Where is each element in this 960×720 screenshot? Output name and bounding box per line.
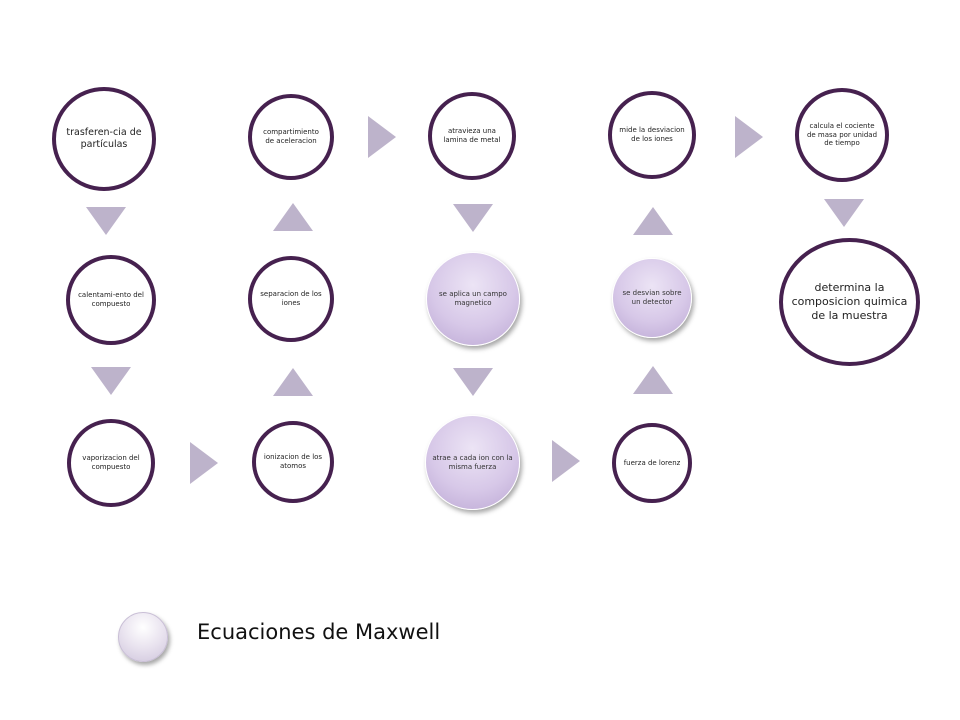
node-separacion-label: separacion de los iones [260,290,322,307]
arrow-down-icon [453,204,493,232]
arrow-right-icon [368,116,396,158]
node-trasferencia-label: trasferen-cia de partículas [66,127,142,150]
node-ionizacion: ionizacion de los atomos [252,421,334,503]
node-lorenz: fuerza de lorenz [612,423,692,503]
node-trasferencia: trasferen-cia de partículas [52,87,156,191]
node-calentamiento-label: calentami-ento del compuesto [78,291,144,308]
node-lorenz-label: fuerza de lorenz [623,458,681,467]
node-determina: determina la composicion quimica de la m… [779,238,920,366]
node-compartimiento-label: compartimiento de aceleracion [263,128,319,145]
node-compartimiento: compartimiento de aceleracion [248,94,334,180]
node-mide-label: mide la desviacion de los iones [619,126,685,143]
arrow-right-icon [735,116,763,158]
node-calcula: calcula el cociente de masa por unidad d… [795,88,889,182]
node-calentamiento: calentami-ento del compuesto [66,255,156,345]
node-vaporizacion: vaporizacion del compuesto [67,419,155,507]
node-atrae: atrae a cada ion con la misma fuerza [425,415,520,510]
legend-label: Ecuaciones de Maxwell [197,620,441,644]
node-separacion: separacion de los iones [248,256,334,342]
arrow-down-icon [91,367,131,395]
node-determina-label: determina la composicion quimica de la m… [791,281,908,322]
arrow-right-icon [552,440,580,482]
node-calcula-label: calcula el cociente de masa por unidad d… [806,121,878,148]
arrow-up-icon [633,366,673,394]
node-ionizacion-label: ionizacion de los atomos [263,453,323,470]
arrow-up-icon [273,203,313,231]
arrow-down-icon [86,207,126,235]
node-mide: mide la desviacion de los iones [608,91,696,179]
arrow-right-icon [190,442,218,484]
node-campo-label: se aplica un campo magnetico [439,290,507,307]
node-vaporizacion-label: vaporizacion del compuesto [82,454,140,471]
node-atrae-label: atrae a cada ion con la misma fuerza [432,453,513,471]
node-desvian: se desvian sobre un detector [612,258,692,338]
legend-swatch [118,612,168,662]
node-campo: se aplica un campo magnetico [426,252,520,346]
arrow-down-icon [824,199,864,227]
arrow-up-icon [633,207,673,235]
arrow-down-icon [453,368,493,396]
arrow-up-icon [273,368,313,396]
node-desvian-label: se desvian sobre un detector [622,289,682,306]
node-atraviesa-label: atravieza una lamina de metal [443,127,501,144]
node-atraviesa: atravieza una lamina de metal [428,92,516,180]
